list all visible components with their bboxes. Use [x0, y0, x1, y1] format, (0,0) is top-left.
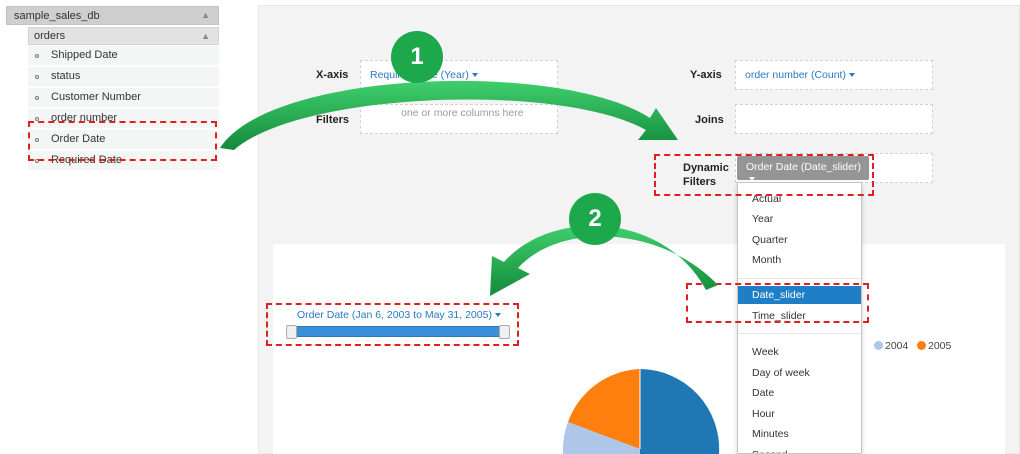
bullet-icon [35, 75, 39, 79]
menu-item-actual[interactable]: Actual [752, 193, 782, 205]
collapse-up-icon[interactable]: ▲ [201, 31, 210, 41]
menu-item-quarter[interactable]: Quarter [752, 234, 788, 246]
caret-down-icon [471, 73, 478, 78]
pie-slice-blue[interactable] [640, 369, 720, 454]
menu-item-time-slider[interactable]: Time_slider [752, 310, 806, 322]
filters-placeholder: one or more columns here [401, 107, 524, 119]
caret-down-icon [848, 73, 855, 78]
arrow-step-1 [220, 80, 678, 150]
slider-handle-end[interactable] [499, 325, 510, 339]
menu-item-year[interactable]: Year [752, 213, 774, 225]
schema-tree: sample_sales_db ▲ orders ▲ Shipped Date … [6, 6, 219, 171]
menu-divider [738, 278, 861, 279]
dynamic-filters-label-line1: Dynamic [683, 162, 729, 174]
arrow-step-2 [490, 225, 718, 296]
menu-divider [738, 333, 861, 334]
column-item[interactable]: status [28, 67, 219, 87]
joins-label: Joins [695, 114, 724, 126]
menu-item-month[interactable]: Month [752, 254, 782, 266]
column-item[interactable]: Shipped Date [28, 46, 219, 66]
filters-dropzone[interactable]: one or more columns here [360, 104, 558, 134]
slider-handle-start[interactable] [286, 325, 297, 339]
highlight-date-slider [266, 303, 519, 346]
pie-slice-light[interactable] [562, 422, 640, 454]
filters-label: Filters [316, 114, 350, 126]
legend-item[interactable]: 2005 [917, 340, 951, 352]
aggregation-dropdown[interactable]: Actual Year Quarter Month Date_slider Ti… [737, 182, 862, 454]
yaxis-dropzone[interactable]: order number (Count) [735, 60, 933, 90]
legend-dot-2004 [874, 341, 883, 350]
yaxis-value[interactable]: order number (Count) [745, 69, 855, 81]
menu-item-date-slider[interactable]: Date_slider [738, 286, 861, 304]
caret-down-icon [494, 313, 501, 318]
menu-item-date[interactable]: Date [752, 387, 775, 399]
bullet-icon [35, 117, 39, 121]
collapse-up-icon[interactable]: ▲ [201, 10, 210, 20]
database-node[interactable]: sample_sales_db ▲ [6, 6, 219, 25]
menu-item-day-of-week[interactable]: Day of week [752, 367, 810, 379]
date-range-slider[interactable] [286, 325, 510, 339]
table-node[interactable]: orders ▲ [28, 27, 219, 45]
pie-slice-orange[interactable] [568, 369, 640, 449]
caret-down-icon [749, 177, 755, 182]
highlight-order-date-column [28, 121, 217, 161]
yaxis-label: Y-axis [690, 69, 722, 81]
xaxis-label: X-axis [316, 69, 349, 81]
column-item-order-date[interactable]: Order Date [28, 130, 219, 150]
step-badge-1: 1 [391, 31, 443, 83]
column-item[interactable]: Required Date [28, 151, 219, 171]
legend-dot-2005 [917, 341, 926, 350]
table-name: orders [34, 30, 66, 42]
dynamic-filter-chip[interactable]: Order Date (Date_slider) [737, 156, 869, 182]
menu-item-second[interactable]: Second [738, 446, 861, 453]
menu-item-minutes[interactable]: Minutes [752, 428, 789, 440]
menu-item-week[interactable]: Week [752, 346, 779, 358]
step-badge-2: 2 [569, 193, 621, 245]
database-name: sample_sales_db [14, 10, 100, 22]
bullet-icon [35, 138, 39, 142]
menu-item-hour[interactable]: Hour [752, 408, 775, 420]
dynamic-filters-label-line2: Filters [683, 176, 717, 188]
column-list: Shipped Date status Customer Number orde… [28, 46, 219, 171]
highlight-dynamic-filter [654, 154, 874, 196]
column-item[interactable]: Customer Number [28, 88, 219, 108]
bullet-icon [35, 96, 39, 100]
bullet-icon [35, 54, 39, 58]
date-slider-label[interactable]: Order Date (Jan 6, 2003 to May 31, 2005) [297, 309, 501, 321]
joins-dropzone[interactable] [735, 104, 933, 134]
legend-item[interactable]: 2004 [874, 340, 908, 352]
highlight-date-slider-option [686, 283, 869, 323]
